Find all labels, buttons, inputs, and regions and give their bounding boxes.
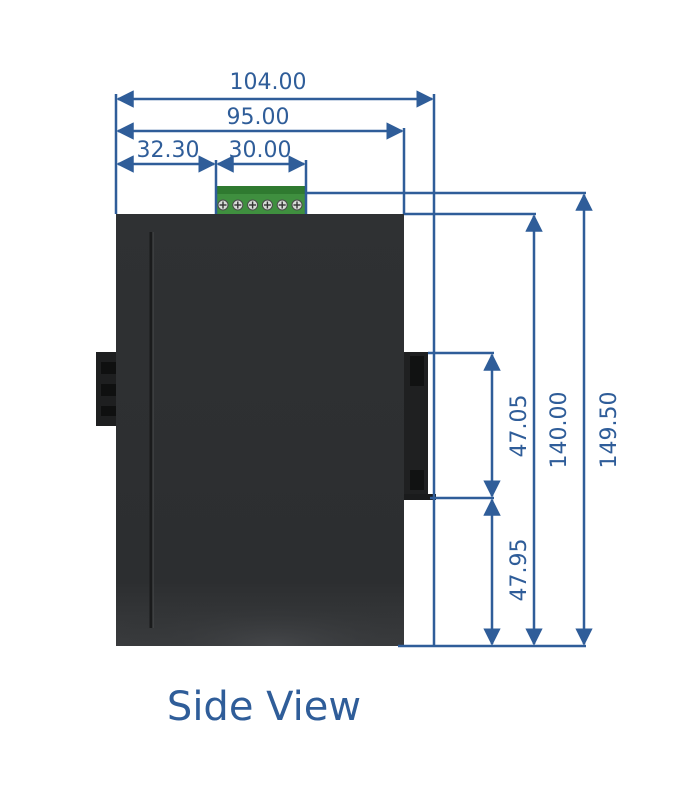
dim-right-overall-height: 149.50 [597, 392, 622, 469]
dim-right-body-height: 140.00 [547, 392, 572, 469]
dim-right-lower-clip: 47.95 [507, 539, 532, 602]
view-title: Side View [167, 684, 361, 730]
left-din-clip [96, 352, 118, 426]
right-din-clip [404, 352, 436, 500]
dim-top-width-body: 95.00 [227, 105, 290, 130]
device [96, 186, 436, 646]
dim-top-terminal-width: 30.00 [229, 138, 292, 163]
dim-top-width-overall: 104.00 [230, 70, 307, 95]
dim-right-upper-clip: 47.05 [507, 395, 532, 458]
terminal-block [216, 186, 306, 214]
dimension-lines [114, 90, 593, 648]
dimension-labels: 104.00 95.00 32.30 30.00 47.05 47.95 140… [137, 70, 622, 601]
dim-top-terminal-offset: 32.30 [137, 138, 200, 163]
